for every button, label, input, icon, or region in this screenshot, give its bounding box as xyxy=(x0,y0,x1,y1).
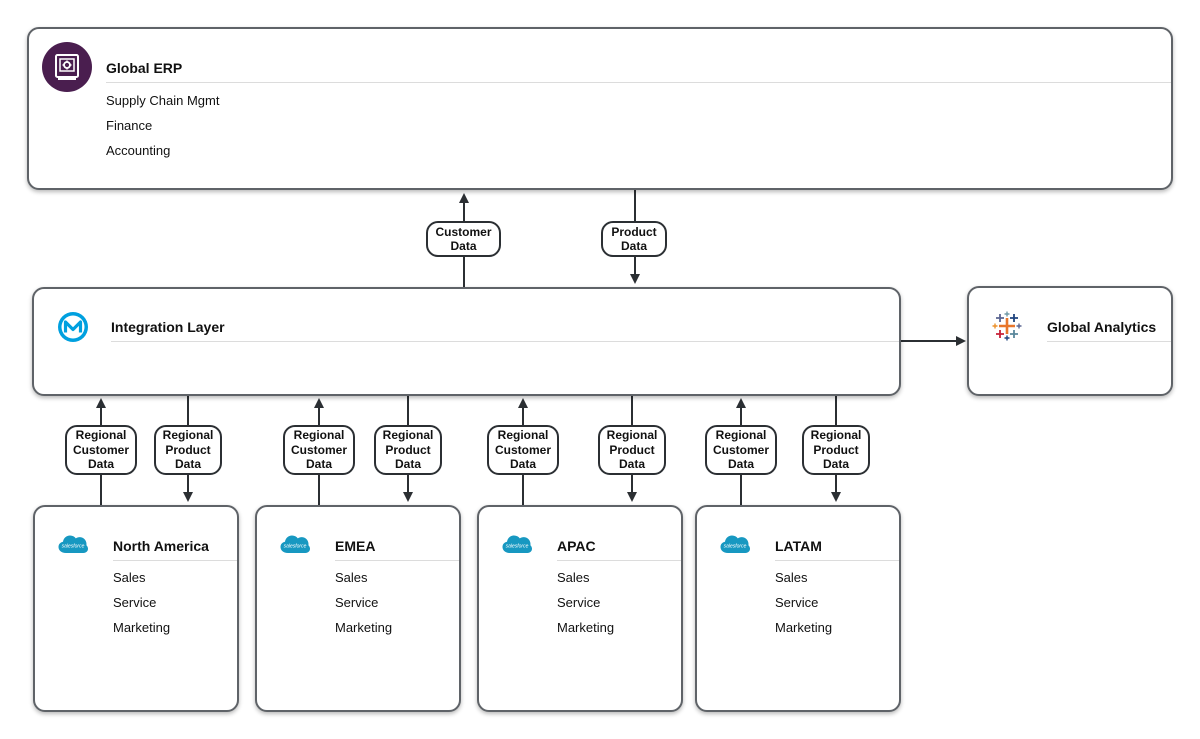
region-box-apac[interactable]: salesforce APAC Sales Service Marketing xyxy=(477,505,683,712)
svg-text:salesforce: salesforce xyxy=(724,544,747,550)
svg-text:salesforce: salesforce xyxy=(506,544,529,550)
analytics-title-divider xyxy=(1047,341,1171,342)
region-item: Service xyxy=(335,595,379,610)
global-erp-box[interactable]: Global ERP Supply Chain Mgmt Finance Acc… xyxy=(27,27,1173,190)
region-title: LATAM xyxy=(775,538,822,554)
mulesoft-logo-icon xyxy=(57,311,89,343)
region-box-emea[interactable]: salesforce EMEA Sales Service Marketing xyxy=(255,505,461,712)
analytics-title: Global Analytics xyxy=(1047,319,1157,335)
salesforce-cloud-icon: salesforce xyxy=(57,533,89,555)
erp-item: Supply Chain Mgmt xyxy=(106,93,220,108)
region-title-divider xyxy=(775,560,899,561)
erp-item: Finance xyxy=(106,118,153,133)
erp-title: Global ERP xyxy=(106,60,183,76)
region-title-divider xyxy=(113,560,237,561)
svg-text:salesforce: salesforce xyxy=(62,544,85,550)
region-item: Sales xyxy=(335,570,368,585)
region-box-latam[interactable]: salesforce LATAM Sales Service Marketing xyxy=(695,505,901,712)
region-item: Marketing xyxy=(335,620,393,635)
region-item: Sales xyxy=(113,570,146,585)
salesforce-cloud-icon: salesforce xyxy=(501,533,533,555)
global-analytics-box[interactable]: Global Analytics xyxy=(967,286,1173,396)
region-item: Service xyxy=(113,595,157,610)
integration-title: Integration Layer xyxy=(111,319,225,335)
region-item: Sales xyxy=(557,570,590,585)
tableau-logo-icon xyxy=(992,311,1022,341)
erp-item: Accounting xyxy=(106,143,171,158)
region-box-north-america[interactable]: salesforce North America Sales Service M… xyxy=(33,505,239,712)
region-title-divider xyxy=(557,560,681,561)
region-title: North America xyxy=(113,538,209,554)
region-item: Marketing xyxy=(557,620,615,635)
region-item: Service xyxy=(557,595,601,610)
svg-text:salesforce: salesforce xyxy=(284,544,307,550)
integration-title-divider xyxy=(111,341,899,342)
integration-layer-box[interactable]: Integration Layer xyxy=(32,287,901,396)
region-title-divider xyxy=(335,560,459,561)
salesforce-cloud-icon: salesforce xyxy=(279,533,311,555)
salesforce-cloud-icon: salesforce xyxy=(719,533,751,555)
region-title: APAC xyxy=(557,538,596,554)
region-item: Marketing xyxy=(775,620,833,635)
region-item: Marketing xyxy=(113,620,171,635)
region-item: Service xyxy=(775,595,819,610)
erp-title-divider xyxy=(106,82,1171,83)
vault-icon xyxy=(42,42,92,92)
region-title: EMEA xyxy=(335,538,376,554)
region-item: Sales xyxy=(775,570,808,585)
